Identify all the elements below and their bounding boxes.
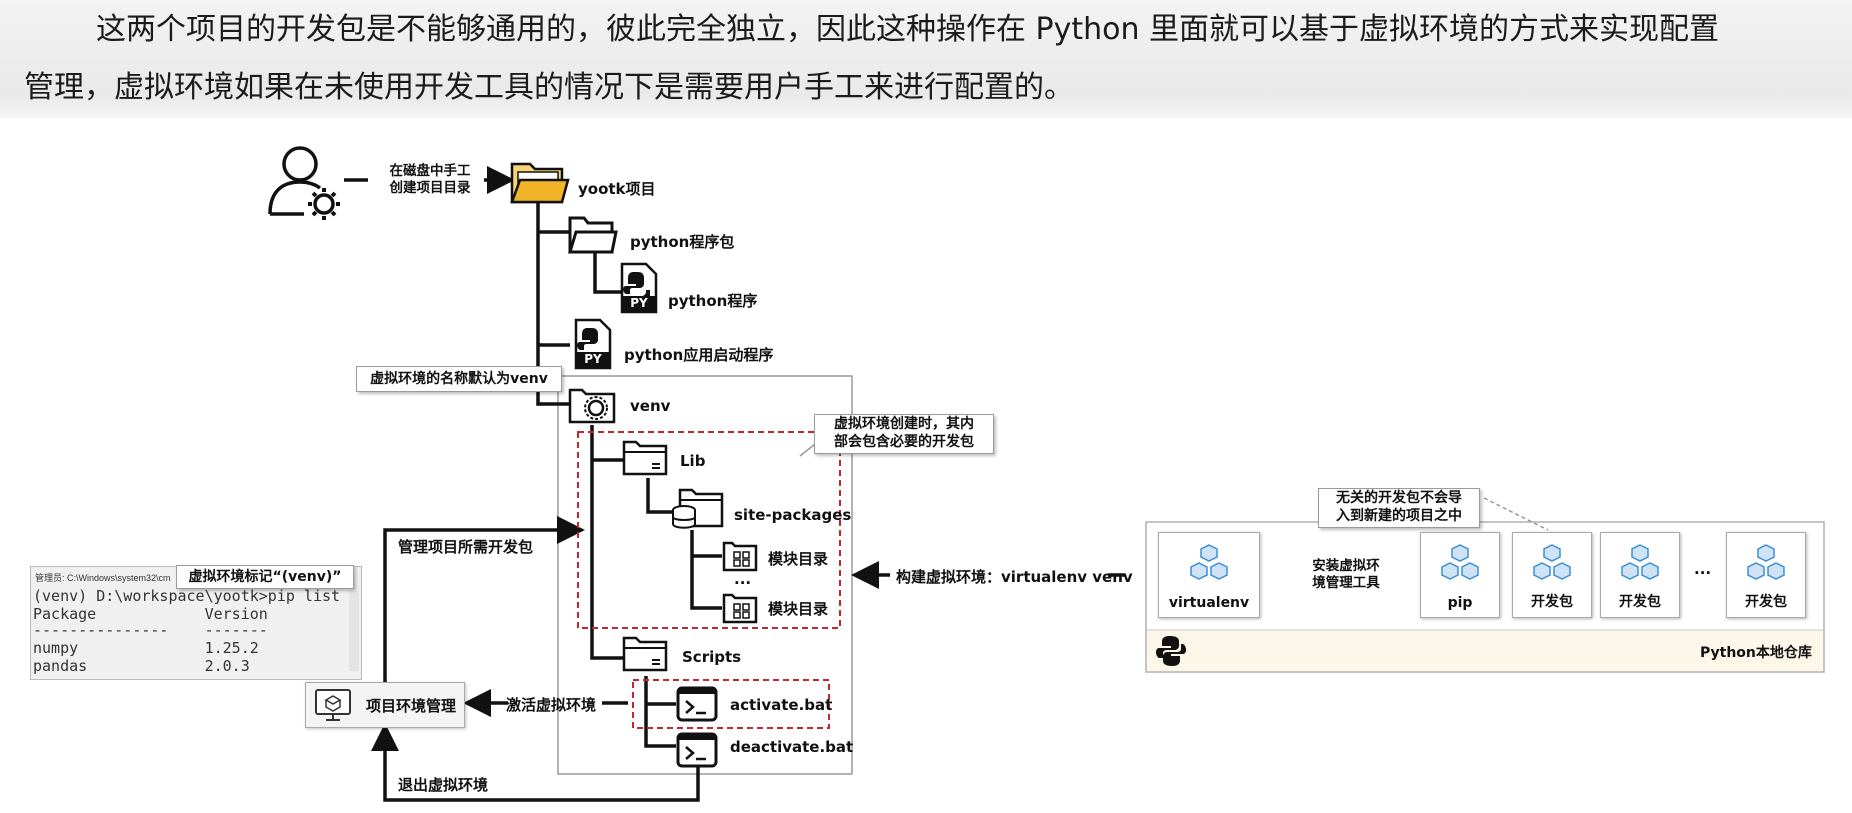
venv-folder-icon [568, 388, 616, 424]
user-action-label: 在磁盘中手工创建项目目录 [389, 163, 471, 196]
cubes-icon [1441, 544, 1479, 580]
cubes-icon [1747, 544, 1785, 580]
local-repo-label: Python本地仓库 [1700, 645, 1812, 661]
terminal-line-3: --------------- ------- [33, 621, 268, 639]
terminal-title: 管理员: C:\Windows\system32\cm [35, 573, 171, 583]
venv-name-callout: 虚拟环境的名称默认为venv [356, 366, 562, 392]
install-tool-label: 安装虚拟环境管理工具 [1312, 558, 1380, 591]
python-launcher-icon [574, 318, 612, 370]
packages-ellipsis: ... [1694, 560, 1712, 578]
site-packages-label: site-packages [734, 506, 852, 524]
paragraph-line-2: 管理，虚拟环境如果在未使用开发工具的情况下是需要用户手工来进行配置的。 [24, 70, 1074, 105]
virtualenv-box[interactable]: virtualenv [1158, 532, 1260, 618]
pip-box[interactable]: pip [1420, 532, 1500, 618]
scripts-label: Scripts [682, 648, 742, 666]
module-folder-icon-2 [722, 593, 758, 624]
lib-label: Lib [680, 452, 706, 470]
build-env-label: 构建虚拟环境：virtualenv venv [896, 568, 1133, 586]
terminal-line-4: numpy 1.25.2 [33, 639, 259, 657]
deactivate-label: deactivate.bat [730, 738, 854, 756]
manage-packages-label: 管理项目所需开发包 [398, 538, 534, 556]
module-ellipsis: ... [734, 570, 752, 588]
dev-package-label-2: 开发包 [1619, 594, 1661, 610]
python-package-label: python程序包 [630, 233, 735, 251]
python-launcher-label: python应用启动程序 [624, 346, 774, 364]
activate-env-label: 激活虚拟环境 [506, 696, 597, 714]
project-folder-label: yootk项目 [578, 180, 656, 198]
exit-env-label: 退出虚拟环境 [398, 776, 489, 794]
python-program-label: python程序 [668, 292, 758, 310]
lib-folder-icon [622, 440, 668, 476]
pip-label: pip [1447, 595, 1473, 611]
activate-highlight [632, 679, 830, 729]
dev-package-label-1: 开发包 [1531, 594, 1573, 610]
database-folder-icon [672, 488, 724, 529]
cubes-icon [1190, 544, 1228, 580]
terminal-scrollbar[interactable] [349, 591, 359, 671]
local-repo-footer [1147, 630, 1823, 671]
python-file-icon [620, 262, 658, 314]
folder-icon [568, 216, 618, 254]
activate-label: activate.bat [730, 696, 833, 714]
dev-package-label-3: 开发包 [1745, 594, 1787, 610]
venv-contents-callout: 虚拟环境创建时，其内部会包含必要的开发包 [814, 414, 994, 454]
monitor-icon [315, 689, 351, 721]
cubes-icon [1533, 544, 1571, 580]
module-dir-label-1: 模块目录 [768, 550, 829, 568]
dev-package-box-3[interactable]: 开发包 [1726, 532, 1806, 618]
venv-label: venv [630, 397, 671, 415]
unrelated-packages-callout: 无关的开发包不会导入到新建的项目之中 [1318, 488, 1480, 528]
terminal-line-1: (venv) D:\workspace\yootk>pip list [33, 587, 341, 605]
scripts-folder-icon [622, 636, 668, 672]
dev-package-box-1[interactable]: 开发包 [1512, 532, 1592, 618]
module-dir-label-2: 模块目录 [768, 600, 829, 618]
module-folder-icon-1 [722, 541, 758, 572]
top-text-band: 这两个项目的开发包是不能够通用的，彼此完全独立，因此这种操作在 Python 里… [0, 0, 1852, 118]
env-management-box: 项目环境管理 [305, 682, 465, 728]
terminal-icon-deactivate [676, 732, 718, 768]
py-badge-1: PY [630, 296, 648, 310]
folder-open-icon [510, 162, 570, 204]
venv-marker-callout: 虚拟环境标记“(venv)” [176, 565, 354, 589]
terminal-line-2: Package Version [33, 605, 268, 623]
terminal-icon-activate [676, 686, 718, 722]
user-settings-icon [268, 146, 340, 220]
dev-package-box-2[interactable]: 开发包 [1600, 532, 1680, 618]
env-management-label: 项目环境管理 [366, 697, 457, 715]
terminal-line-5: pandas 2.0.3 [33, 657, 250, 675]
cubes-icon [1621, 544, 1659, 580]
virtualenv-label: virtualenv [1168, 595, 1250, 611]
py-badge-2: PY [584, 352, 602, 366]
python-logo-icon [1156, 636, 1186, 666]
venv-dev-packages-highlight [577, 431, 841, 629]
paragraph-line-1: 这两个项目的开发包是不能够通用的，彼此完全独立，因此这种操作在 Python 里… [96, 12, 1720, 47]
